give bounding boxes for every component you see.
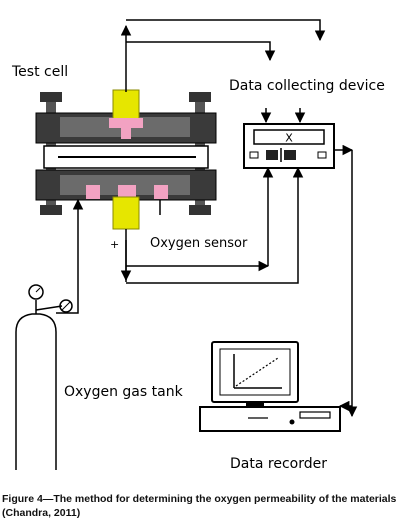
label-oxygen-sensor: Oxygen sensor <box>150 236 248 251</box>
top-seal <box>109 118 143 128</box>
right-bolt-nut-bottom <box>189 205 211 215</box>
data-collecting-device: X <box>243 123 335 169</box>
label-test-cell: Test cell <box>11 64 68 80</box>
right-bolt-nut-top <box>189 92 211 102</box>
gas-supply-line <box>56 198 84 314</box>
graph-trend-line <box>235 357 279 387</box>
label-data-recorder: Data recorder <box>230 456 327 472</box>
label-data-collecting-device: Data collecting device <box>229 78 385 94</box>
computer-base <box>199 406 341 432</box>
bottom-seal-right <box>154 185 168 199</box>
test-cell <box>35 89 217 230</box>
label-oxygen-gas-tank: Oxygen gas tank <box>64 384 184 400</box>
meter-symbol: X <box>285 132 293 145</box>
monitor-stand <box>246 402 264 407</box>
figure-caption: Figure 4—The method for determining the … <box>2 493 397 519</box>
left-bolt-nut-top <box>40 92 62 102</box>
oxygen-permeability-diagram: X Test cell Data collecting device Oxyge… <box>11 19 385 472</box>
oxygen-gas-tank <box>15 284 73 470</box>
bottom-seal-left <box>86 185 100 199</box>
disk-drive <box>299 411 331 419</box>
label-plus-sign: + <box>110 238 119 251</box>
gauge-needle <box>35 287 41 293</box>
connection-lines <box>56 19 358 418</box>
upper-loop-1 <box>126 19 326 42</box>
regulator-mark <box>61 301 71 311</box>
power-light <box>289 419 295 425</box>
device-switch-right <box>284 150 296 160</box>
data-recorder <box>199 341 341 432</box>
upper-loop-2 <box>126 41 276 62</box>
bottom-valve <box>112 196 140 230</box>
device-display <box>253 129 325 145</box>
left-bolt-nut-bottom <box>40 205 62 215</box>
sensor-to-device-2 <box>126 166 304 284</box>
bottom-seal-center <box>118 185 136 199</box>
tank-body <box>15 313 57 470</box>
top-valve <box>112 89 140 123</box>
device-right-indicator <box>317 151 327 159</box>
device-left-indicator <box>249 151 259 159</box>
device-switch-left <box>266 150 278 160</box>
top-seal-stem <box>121 127 131 139</box>
regulator-connector <box>35 305 63 311</box>
